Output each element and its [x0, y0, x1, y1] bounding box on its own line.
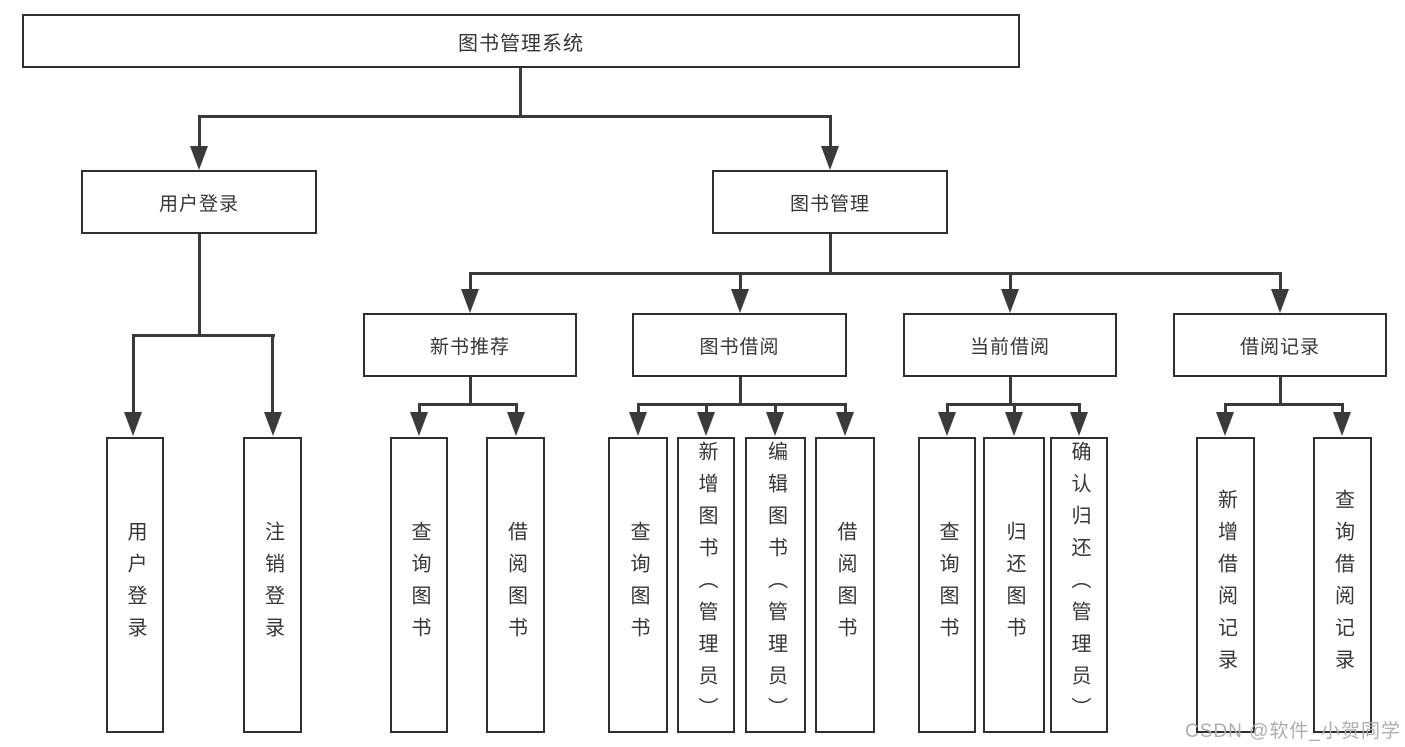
edge-book-mgmt-drop-2 — [739, 272, 742, 292]
arrow-to-leaf-add-record — [1216, 412, 1234, 436]
node-user-login-label: 用户登录 — [158, 193, 239, 215]
arrow-to-new-book-recommend — [461, 289, 479, 313]
leaf-confirm-return-admin-label: 确认归还（管理员） — [1068, 441, 1090, 729]
node-book-management: 图书管理 — [712, 170, 948, 234]
leaf-borrow-books-recommend: 借阅图书 — [486, 437, 545, 733]
leaf-query-borrow-record: 查询借阅记录 — [1313, 437, 1372, 733]
node-borrow-records: 借阅记录 — [1173, 313, 1387, 377]
leaf-query-books-borrow-label: 查询图书 — [627, 521, 649, 649]
arrow-to-leaf-query-recommend — [410, 412, 428, 436]
edge-recommend-drop-2 — [515, 403, 518, 414]
leaf-logout: 注销登录 — [243, 437, 302, 733]
leaf-query-books-current-label: 查询图书 — [936, 521, 958, 649]
node-book-management-label: 图书管理 — [789, 193, 870, 215]
node-current-borrow-label: 当前借阅 — [969, 336, 1050, 358]
arrow-to-leaf-add-books — [697, 412, 715, 436]
edge-borrow-split — [637, 403, 847, 406]
edge-root-drop-left — [198, 115, 201, 148]
edge-borrow-drop-1 — [637, 403, 640, 414]
arrow-to-borrow-records — [1271, 289, 1289, 313]
arrow-to-leaf-query-record — [1333, 412, 1351, 436]
leaf-add-borrow-record-label: 新增借阅记录 — [1214, 489, 1237, 681]
node-user-login: 用户登录 — [81, 170, 317, 234]
edge-recommend-stem — [469, 377, 472, 406]
arrow-to-leaf-edit-books — [766, 412, 784, 436]
edge-root-split — [198, 115, 832, 118]
edge-borrow-drop-3 — [774, 403, 777, 414]
node-book-borrow-label: 图书借阅 — [699, 336, 780, 358]
arrow-to-current-borrow — [1001, 289, 1019, 313]
leaf-edit-books-admin-label: 编辑图书（管理员） — [764, 441, 787, 729]
leaf-return-books-label: 归还图书 — [1003, 521, 1025, 649]
edge-current-drop-2 — [1013, 403, 1016, 414]
arrow-to-leaf-query-current — [938, 412, 956, 436]
arrow-to-leaf-query-borrow — [629, 412, 647, 436]
arrow-to-leaf-borrow-recommend — [507, 412, 525, 436]
arrow-to-leaf-return-books — [1005, 412, 1023, 436]
leaf-borrow-books-recommend-label: 借阅图书 — [504, 521, 527, 649]
node-book-borrow: 图书借阅 — [632, 313, 847, 377]
leaf-add-borrow-record: 新增借阅记录 — [1196, 437, 1255, 733]
leaf-add-books-admin: 新增图书（管理员） — [677, 437, 735, 733]
edge-book-mgmt-drop-3 — [1009, 272, 1012, 292]
arrow-to-user-login — [190, 146, 208, 170]
leaf-query-books-borrow: 查询图书 — [608, 437, 668, 733]
edge-user-login-split — [132, 334, 275, 337]
leaf-user-login: 用户登录 — [106, 437, 164, 733]
node-root-label: 图书管理系统 — [458, 32, 584, 55]
leaf-add-books-admin-label: 新增图书（管理员） — [695, 441, 717, 729]
csdn-watermark: CSDN @软件_小贺同学 — [1185, 721, 1401, 742]
leaf-query-books-current: 查询图书 — [918, 437, 976, 733]
edge-borrow-drop-4 — [844, 403, 847, 414]
leaf-logout-label: 注销登录 — [261, 521, 284, 649]
edge-book-mgmt-drop-4 — [1279, 272, 1282, 292]
edge-records-drop-1 — [1224, 403, 1227, 414]
leaf-confirm-return-admin: 确认归还（管理员） — [1050, 437, 1108, 733]
edge-user-login-stem — [198, 233, 201, 336]
edge-borrow-stem — [739, 377, 742, 406]
leaf-query-borrow-record-label: 查询借阅记录 — [1331, 489, 1354, 681]
edge-records-drop-2 — [1341, 403, 1344, 414]
arrow-to-book-management — [821, 146, 839, 170]
edge-borrow-drop-2 — [705, 403, 708, 414]
edge-root-stem — [519, 68, 522, 118]
arrow-to-book-borrow — [731, 289, 749, 313]
node-current-borrow: 当前借阅 — [903, 313, 1117, 377]
arrow-to-leaf-user-login — [124, 412, 142, 436]
edge-recommend-drop-1 — [418, 403, 421, 414]
arrow-to-leaf-confirm-return — [1070, 412, 1088, 436]
edge-recommend-split — [418, 403, 518, 406]
edge-root-drop-right — [829, 115, 832, 148]
leaf-borrow-books: 借阅图书 — [815, 437, 875, 733]
edge-records-stem — [1279, 377, 1282, 406]
edge-book-mgmt-drop-1 — [469, 272, 472, 292]
edge-records-split — [1224, 403, 1344, 406]
leaf-query-books-recommend: 查询图书 — [390, 437, 448, 733]
leaf-query-books-recommend-label: 查询图书 — [408, 521, 430, 649]
edge-user-login-drop-1 — [132, 334, 135, 414]
edge-current-drop-3 — [1078, 403, 1081, 414]
edge-current-drop-1 — [946, 403, 949, 414]
edge-user-login-drop-2 — [271, 334, 274, 414]
node-root: 图书管理系统 — [22, 14, 1020, 68]
leaf-user-login-label: 用户登录 — [124, 521, 146, 649]
leaf-return-books: 归还图书 — [983, 437, 1045, 733]
node-new-book-recommend: 新书推荐 — [363, 313, 577, 377]
node-borrow-records-label: 借阅记录 — [1239, 336, 1320, 358]
leaf-edit-books-admin: 编辑图书（管理员） — [745, 437, 806, 733]
arrow-to-leaf-logout — [264, 412, 282, 436]
edge-book-mgmt-split — [469, 272, 1282, 275]
node-new-book-recommend-label: 新书推荐 — [429, 336, 510, 358]
arrow-to-leaf-borrow-books — [836, 412, 854, 436]
edge-book-mgmt-stem — [829, 234, 832, 275]
leaf-borrow-books-label: 借阅图书 — [834, 521, 856, 649]
edge-current-stem — [1009, 377, 1012, 406]
